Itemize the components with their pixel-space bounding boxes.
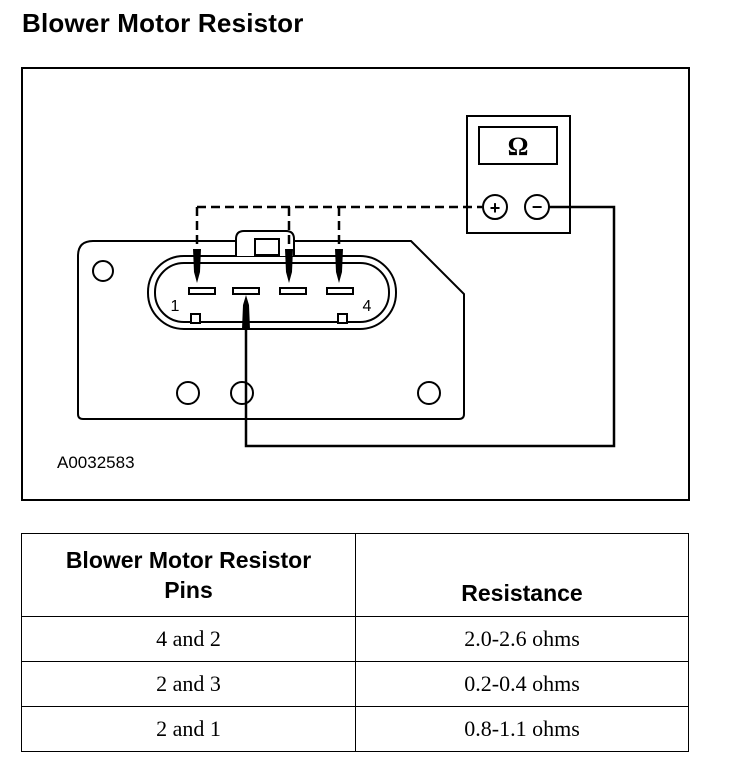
negative-terminal-label: − (532, 197, 543, 217)
table-row: 4 and 2 2.0-2.6 ohms (21, 616, 689, 662)
mount-hole-icon (176, 381, 200, 405)
ohmmeter: Ω + − (466, 115, 571, 234)
pin-label-4: 4 (363, 298, 372, 315)
probe-pin-2 (242, 295, 250, 329)
resistance-spec-table: Blower Motor Resistor Pins Resistance 4 … (21, 533, 689, 752)
positive-terminal-label: + (490, 198, 501, 218)
mount-hole-icon (417, 381, 441, 405)
cell-pins: 2 and 3 (21, 661, 356, 707)
header-resistance: Resistance (355, 533, 689, 617)
ohm-symbol: Ω (508, 132, 529, 161)
cell-pins: 2 and 1 (21, 706, 356, 752)
negative-test-lead (244, 205, 616, 448)
pin-1-slot (188, 287, 216, 295)
figure-reference-code: A0032583 (57, 453, 135, 472)
ohmmeter-display (478, 126, 558, 165)
probe-pin-4 (335, 249, 343, 283)
header-pins-line-2: Pins (164, 577, 213, 603)
cell-resistance: 2.0-2.6 ohms (355, 616, 689, 662)
header-pins: Blower Motor Resistor Pins (21, 533, 356, 617)
dashed-test-leads (195, 205, 482, 249)
pin-3-slot (279, 287, 307, 295)
table-header-row: Blower Motor Resistor Pins Resistance (21, 533, 689, 617)
mount-hole-icon (92, 260, 114, 282)
table-row: 2 and 1 0.8-1.1 ohms (21, 706, 689, 752)
probe-pin-1 (193, 249, 201, 283)
positive-terminal-icon (482, 194, 508, 220)
pin-2-slot (232, 287, 260, 295)
cell-resistance: 0.8-1.1 ohms (355, 706, 689, 752)
resistor-test-illustration: Ω + − 1 4 (77, 115, 616, 448)
table-row: 2 and 3 0.2-0.4 ohms (21, 661, 689, 707)
probe-pin-3 (285, 249, 293, 283)
connector-housing: 1 4 (147, 230, 397, 330)
probe-tips (193, 249, 343, 329)
cell-pins: 4 and 2 (21, 616, 356, 662)
mount-hole-icon (230, 381, 254, 405)
pin-label-1: 1 (171, 298, 180, 315)
cell-resistance: 0.2-0.4 ohms (355, 661, 689, 707)
page-title: Blower Motor Resistor (22, 8, 304, 38)
header-pins-line-1: Blower Motor Resistor (65, 547, 312, 573)
pin-4-slot (326, 287, 354, 295)
test-diagram: Ω + − 1 4 (21, 67, 690, 501)
